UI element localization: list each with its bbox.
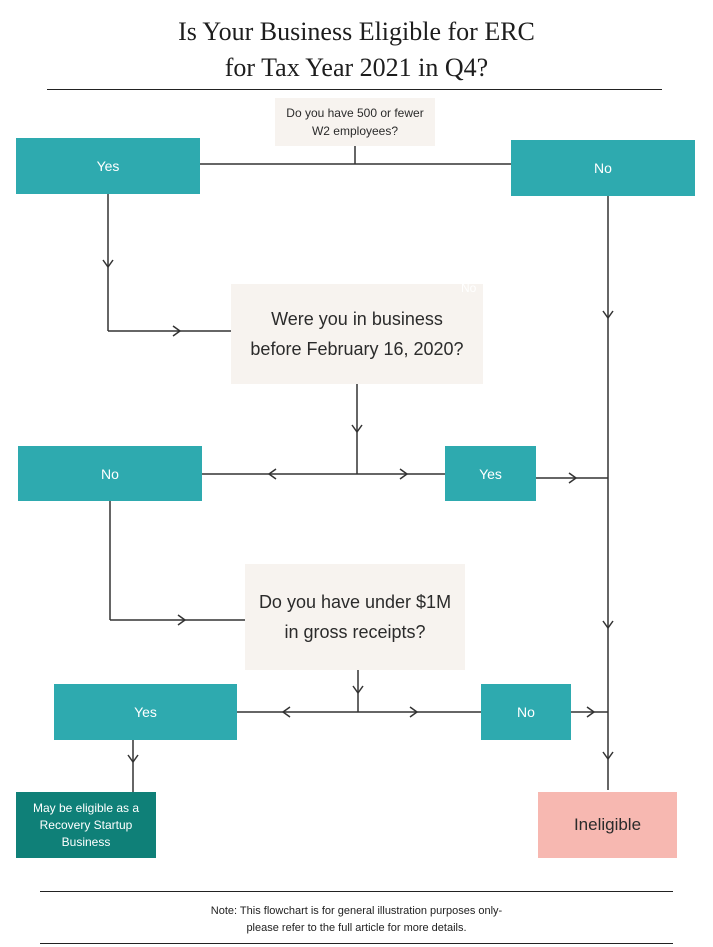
answer-no-employees: No — [511, 140, 695, 196]
outcome-recovery-startup: May be eligible as a Recovery Startup Bu… — [16, 792, 156, 858]
answer-yes-in-business: Yes — [445, 446, 536, 501]
arrow-down-q3 — [352, 685, 364, 695]
footnote-line-1: Note: This flowchart is for general illu… — [210, 905, 503, 917]
question-employees: Do you have 500 or fewer W2 employees? — [275, 98, 435, 146]
arrow-down-trunk-2 — [602, 620, 614, 630]
page-title: Is Your Business Eligible for ERC for Ta… — [0, 14, 713, 86]
arrow-down-trunk-1 — [602, 310, 614, 320]
arrow-down-yes3 — [127, 754, 139, 764]
footnote-line-2: please refer to the full article for mor… — [246, 922, 467, 934]
arrow-down-yes1 — [102, 259, 114, 269]
arrow-left-q2-no — [267, 468, 277, 480]
title-line-2: for Tax Year 2021 in Q4? — [224, 53, 489, 82]
answer-no-in-business: No — [18, 446, 202, 501]
arrow-down-q2 — [351, 424, 363, 434]
arrow-right-yes2 — [568, 472, 578, 484]
footer-divider-bottom — [40, 943, 673, 944]
arrow-right-q2-yes — [399, 468, 409, 480]
arrow-left-q3-yes — [281, 706, 291, 718]
answer-yes-employees: Yes — [16, 138, 200, 194]
faint-label: No — [461, 281, 477, 295]
outcome-ineligible: Ineligible — [538, 792, 677, 858]
arrow-right-q3-no — [409, 706, 419, 718]
footer-divider-top — [40, 891, 673, 892]
answer-no-gross-receipts: No — [481, 684, 571, 740]
arrow-right-to-q3 — [177, 614, 187, 626]
arrow-down-trunk-3 — [602, 751, 614, 761]
arrow-right-no3 — [586, 706, 596, 718]
arrow-right-to-q2 — [172, 325, 182, 337]
footnote: Note: This flowchart is for general illu… — [40, 903, 673, 937]
title-line-1: Is Your Business Eligible for ERC — [178, 17, 535, 46]
question-in-business: Were you in business before February 16,… — [231, 284, 483, 384]
answer-yes-gross-receipts: Yes — [54, 684, 237, 740]
question-gross-receipts: Do you have under $1M in gross receipts? — [245, 564, 465, 670]
title-divider — [47, 89, 662, 90]
